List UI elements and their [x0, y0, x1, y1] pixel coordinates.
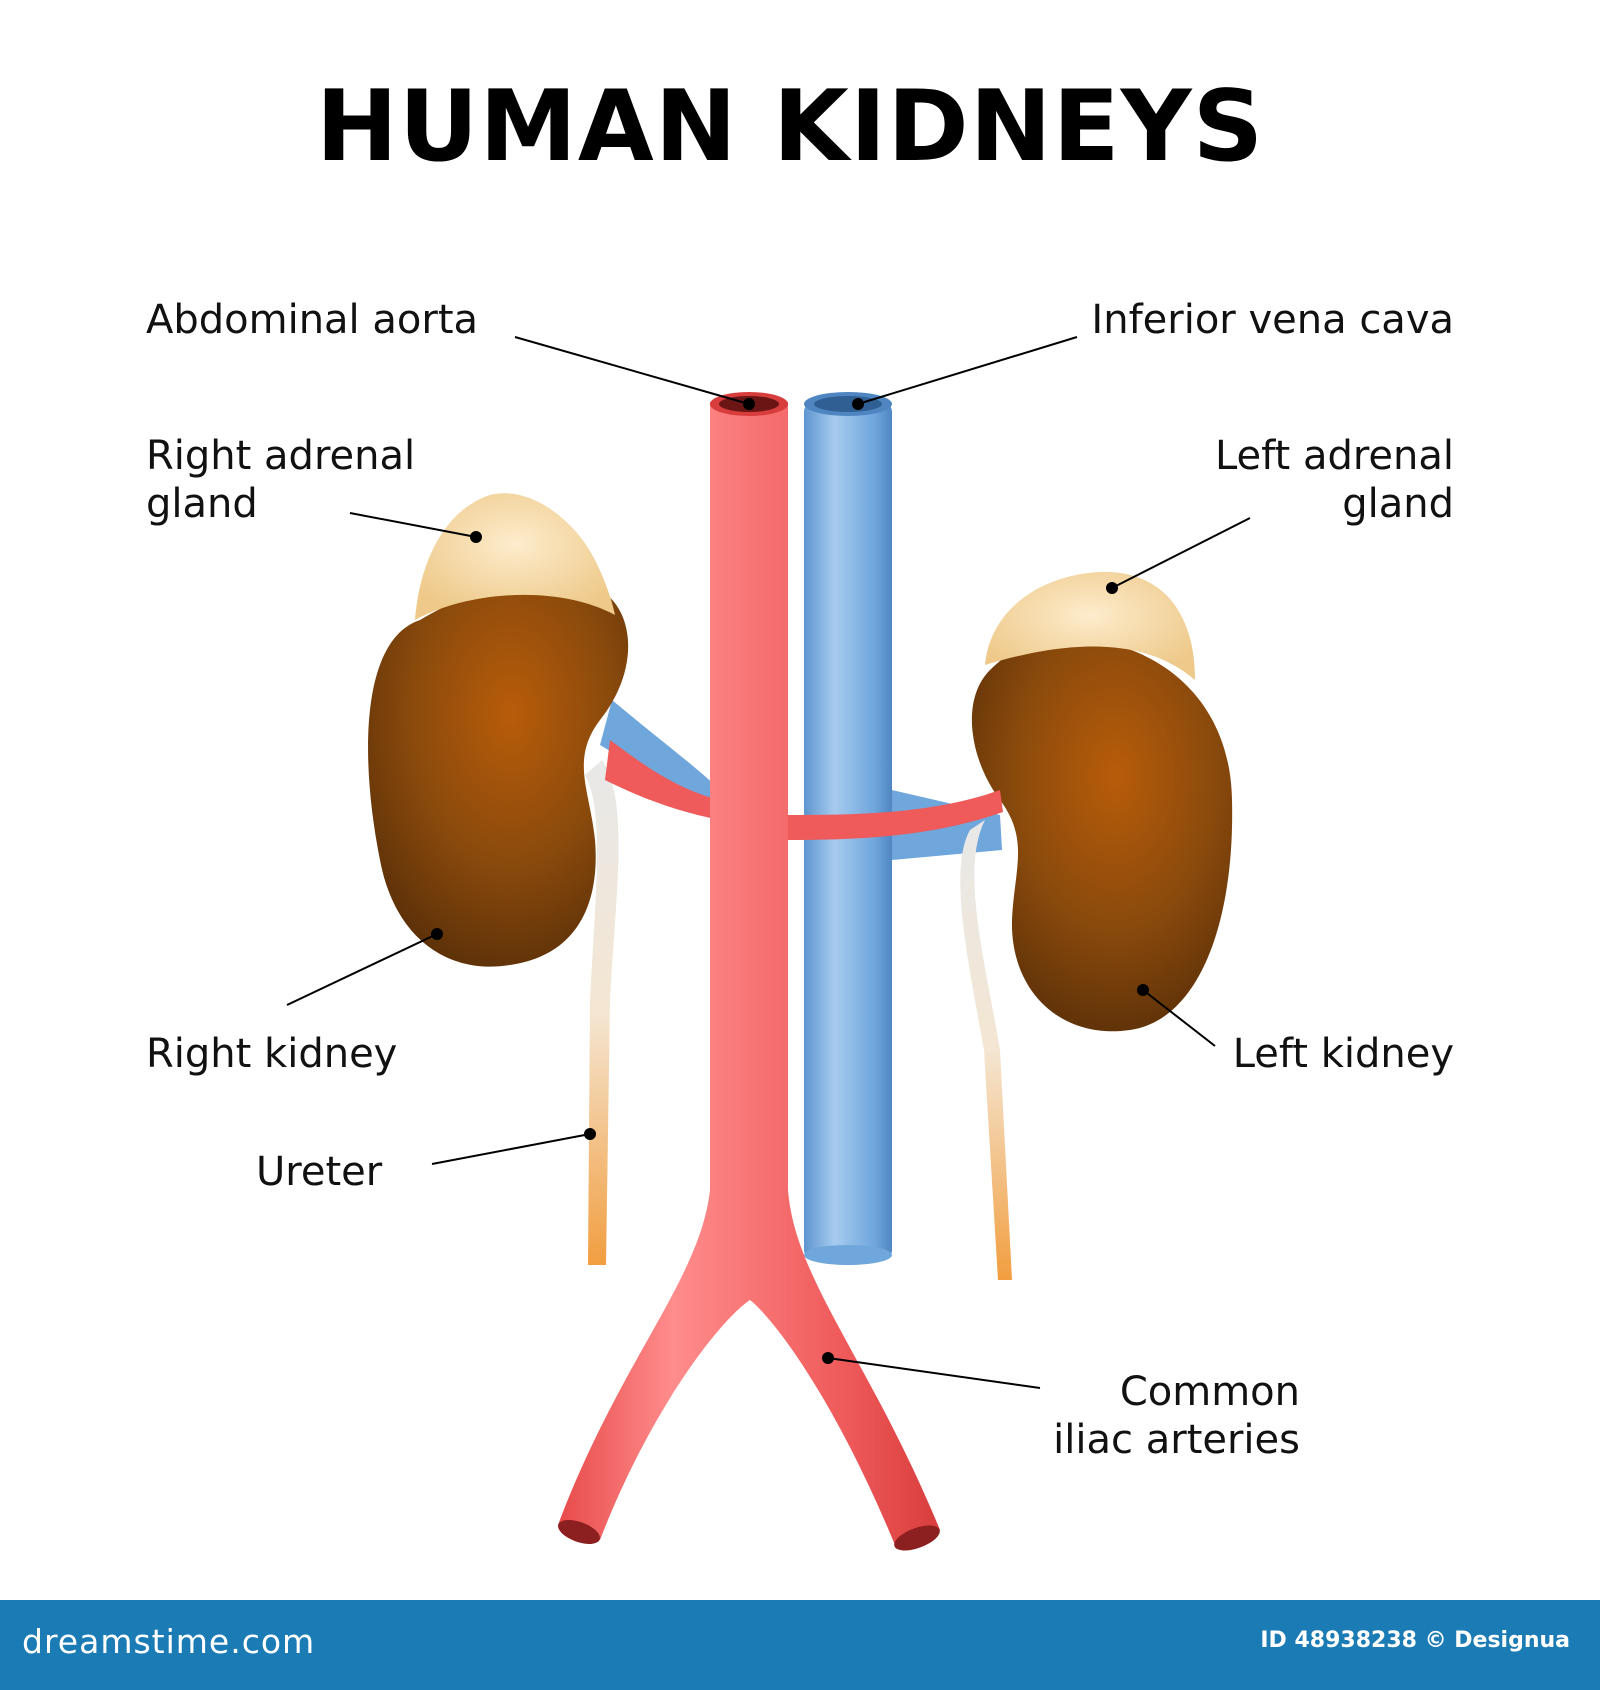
label-common-iliac-arteries: Common iliac arteries — [1000, 1368, 1300, 1464]
label-right-adrenal-gland: Right adrenal gland — [146, 432, 415, 528]
label-right-kidney: Right kidney — [146, 1031, 398, 1077]
left-adrenal-gland — [985, 571, 1195, 680]
renal-arteries — [605, 740, 1003, 840]
label-left-adrenal-line1: Left adrenal — [1214, 433, 1454, 479]
label-left-adrenal-line2: gland — [1342, 481, 1454, 527]
right-adrenal-gland — [415, 493, 615, 620]
label-inferior-vena-cava: Inferior vena cava — [1091, 297, 1454, 343]
footer-brand: dreamstime.com — [22, 1622, 316, 1661]
label-left-kidney: Left kidney — [1232, 1031, 1454, 1077]
label-abdominal-aorta: Abdominal aorta — [146, 297, 479, 343]
label-right-adrenal-line2: gland — [146, 481, 258, 527]
label-right-adrenal-line1: Right adrenal — [146, 433, 416, 479]
diagram-title: HUMAN KIDNEYS — [315, 70, 1265, 184]
footer-bar: dreamstime.com ID 48938238 © Designua — [0, 1600, 1600, 1690]
label-left-adrenal-gland: Left adrenal gland — [1150, 432, 1454, 528]
left-kidney — [971, 638, 1233, 1032]
anatomy-illustration — [286, 336, 1251, 1551]
label-iliac-line2: iliac arteries — [1053, 1417, 1300, 1463]
leader-lines — [286, 336, 1251, 1389]
label-ureter: Ureter — [256, 1149, 383, 1195]
right-kidney — [368, 577, 629, 967]
label-iliac-line1: Common — [1119, 1369, 1300, 1415]
footer-credit: ID 48938238 © Designua — [1260, 1628, 1570, 1653]
abdominal-aorta — [558, 392, 940, 1551]
